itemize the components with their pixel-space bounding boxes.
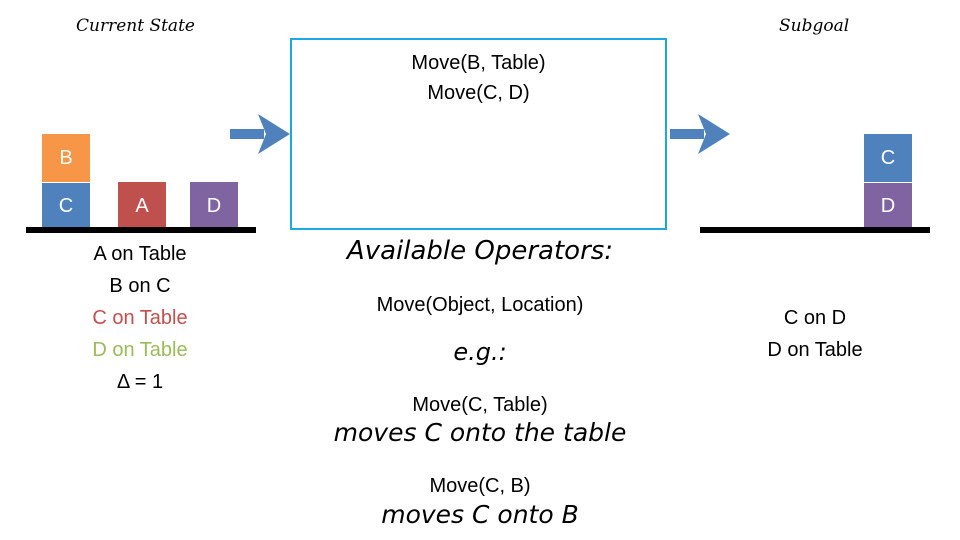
subgoal-block-d: D — [864, 182, 912, 230]
current-state-facts: A on Table B on C C on Table D on Table … — [60, 238, 220, 398]
fact-c-on-table: C on Table — [92, 307, 188, 329]
arrow-right-icon — [230, 114, 290, 154]
subgoal-block-c: C — [864, 134, 912, 182]
block-b: B — [42, 134, 90, 182]
subgoal-table — [700, 227, 930, 233]
subgoal-facts: C on D D on Table — [735, 302, 895, 366]
plan-step-2: Move(C, D) — [427, 82, 530, 104]
block-c: C — [42, 182, 90, 230]
fact-delta: Δ = 1 — [116, 371, 164, 393]
example-1-description: moves C onto the table — [333, 418, 627, 447]
fact-a-on-table: A on Table — [93, 243, 187, 265]
example-2-description: moves C onto B — [381, 500, 579, 529]
fact-b-on-c: B on C — [109, 275, 171, 297]
subgoal-fact-d-on-table: D on Table — [767, 339, 863, 361]
current-state-label: Current State — [76, 16, 195, 36]
arrow-right-icon — [670, 114, 730, 154]
plan-box: Move(B, Table) Move(C, D) — [290, 38, 667, 230]
subgoal-fact-c-on-d: C on D — [783, 307, 847, 329]
fact-d-on-table: D on Table — [92, 339, 188, 361]
subgoal-label: Subgoal — [779, 16, 850, 36]
current-state-table — [26, 227, 256, 233]
example-1-code: Move(C, Table) — [412, 394, 548, 416]
example-2-code: Move(C, B) — [429, 475, 531, 497]
eg-label: e.g.: — [453, 338, 507, 366]
block-d: D — [190, 182, 238, 230]
plan-step-1: Move(B, Table) — [411, 52, 546, 74]
block-a: A — [118, 182, 166, 230]
operator-signature: Move(Object, Location) — [376, 294, 584, 316]
operators-heading: Available Operators: — [346, 236, 614, 266]
